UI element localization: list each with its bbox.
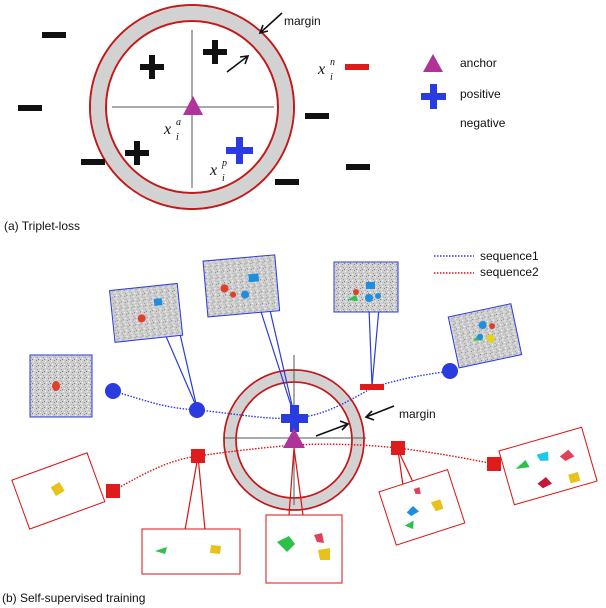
negative-minus-icon [345,64,369,70]
minus-icon [18,105,42,111]
positive-plus-icon [226,137,253,164]
thumbnail-seq1-1 [29,354,93,418]
margin-arrow-b [315,405,395,437]
legend-a: anchor positive negative [421,54,506,130]
plus-icon [125,141,149,165]
anchor-symbol: x [163,121,171,138]
positive-sup: p [221,158,227,169]
sequence2-point [391,441,405,455]
sequence2-point [487,457,501,471]
thumbnail-seq2-2 [141,528,241,575]
panel-b: sequence1 sequence2 [2,249,598,605]
plus-icon [203,40,227,64]
sequence1-trajectory [112,370,451,420]
minus-icon [81,159,105,165]
positive-plus-icon [281,405,308,432]
thumbnail-seq2-5 [498,426,598,506]
margin-arrow [226,12,283,73]
legend-b: sequence1 sequence2 [434,249,539,279]
plus-icon [140,55,164,79]
legend-positive-label: positive [460,87,501,101]
legend-positive-icon [421,84,446,109]
positive-sub: i [222,173,225,184]
negative-sub: i [330,72,333,83]
margin-label-b: margin [399,407,436,421]
positive-symbol: x [209,162,217,179]
thumbnail-seq1-4 [333,261,399,313]
anchor-triangle-icon [283,428,305,448]
anchor-math-label: x a i [163,117,181,143]
anchor-sup: a [176,117,181,128]
sequence1-point [442,363,458,379]
legend-anchor-icon [423,54,443,72]
legend-negative-label: negative [460,116,506,130]
negative-minus-icon [360,384,384,390]
legend-sequence2-label: sequence2 [480,265,539,279]
positive-math-label: x p i [209,158,227,184]
negative-symbol: x [317,61,325,78]
margin-label: margin [284,14,321,28]
sequence1-connectors [164,292,380,419]
legend-sequence1-label: sequence1 [480,249,539,263]
legend-anchor-label: anchor [460,56,497,70]
negative-math-label: x n i [317,57,335,83]
thumbnail-seq1-5 [447,303,523,369]
minus-icon [275,179,299,185]
thumbnail-seq1-2 [109,282,184,343]
sequence1-point [105,383,121,399]
anchor-triangle-icon [183,96,203,115]
thumbnail-seq2-1 [11,452,106,530]
caption-a: (a) Triplet-loss [4,219,80,233]
minus-icon [305,113,329,119]
panel-a: margin x a i x p i x n i anchor positive… [4,4,506,233]
sequence2-point [106,484,120,498]
thumbnail-seq2-3 [265,514,343,584]
sequence1-point [189,402,205,418]
sequence2-point [191,449,205,463]
caption-b: (b) Self-supervised training [2,591,145,605]
thumbnail-seq1-3 [202,254,281,318]
negative-sup: n [330,57,335,68]
anchor-sub: i [176,132,179,143]
minus-icon [42,32,66,38]
thumbnail-seq2-4 [378,468,466,546]
minus-icon [346,164,370,170]
